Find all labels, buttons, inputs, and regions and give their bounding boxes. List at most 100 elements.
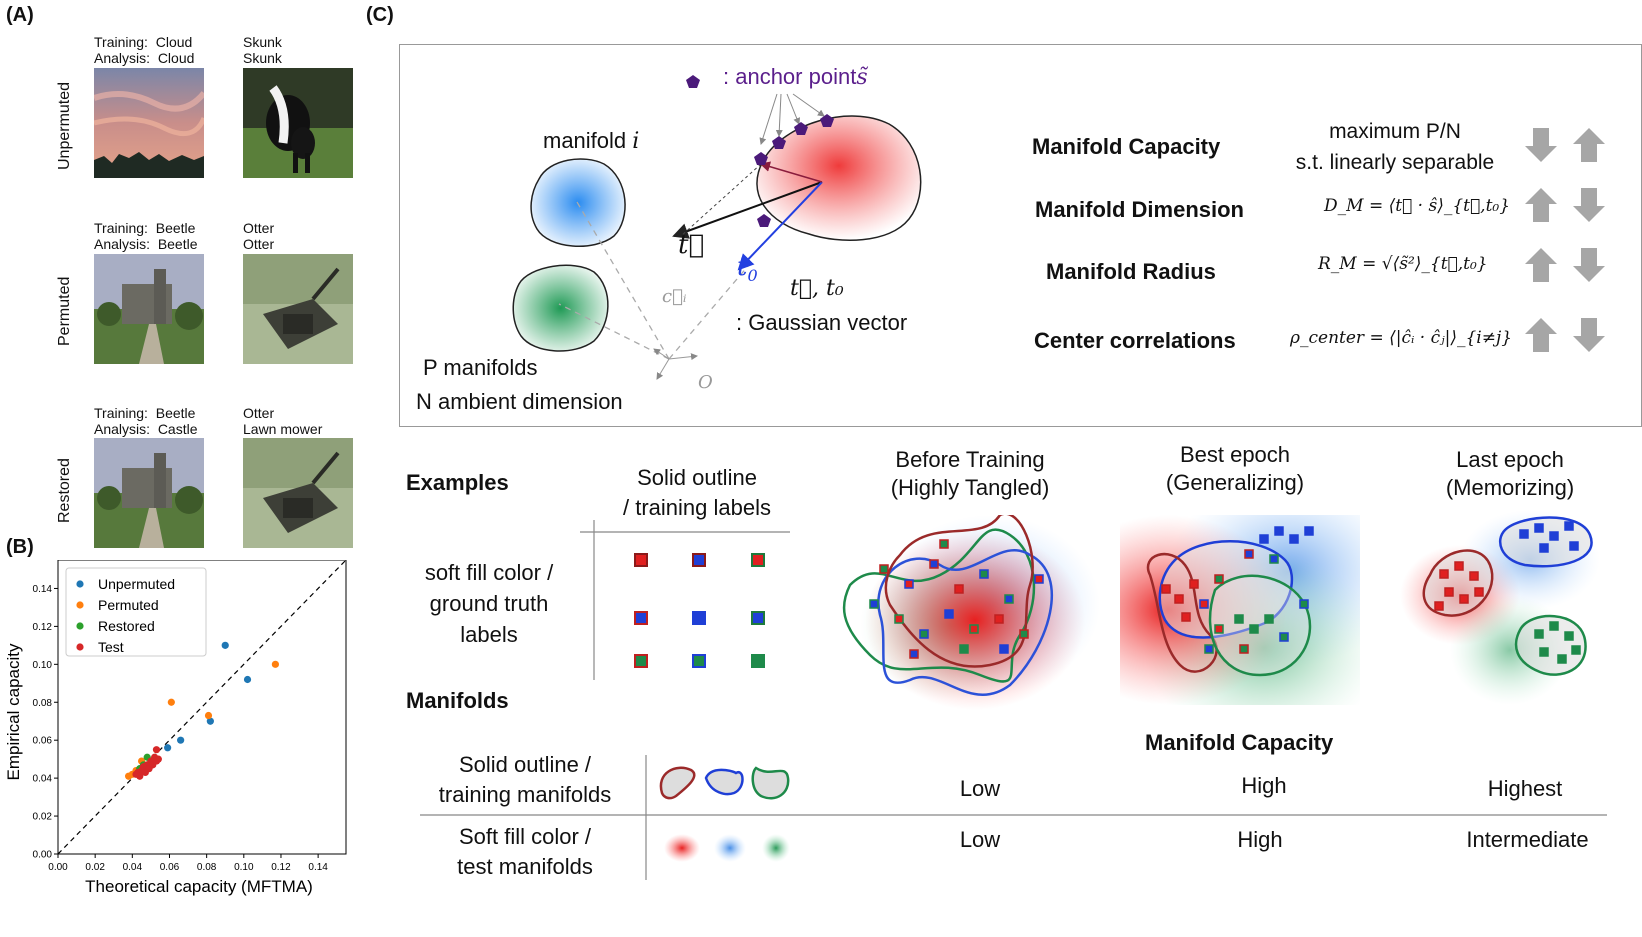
image-cloud: [94, 68, 204, 178]
anchor-points: [686, 75, 834, 227]
metric-dimension-name: Manifold Dimension: [1035, 197, 1244, 222]
metric-capacity-name: Manifold Capacity: [1032, 134, 1221, 159]
arrow-down-icon: [1573, 318, 1605, 352]
gaussian-symbols: t⃗, t₀: [790, 276, 844, 301]
x-tick-label: 0.04: [123, 862, 143, 873]
legend-label-unpermuted: Unpermuted: [98, 576, 175, 592]
image-skunk: [243, 68, 353, 178]
stage-last-epoch: Last epoch(Memorizing): [1445, 447, 1575, 500]
scatter-chart: 0.00 0.02 0.04 0.06 0.08 0.10 0.12 0.14 0.00 0.02…: [4, 560, 347, 896]
data-point-test: [136, 772, 144, 780]
panel-b-label: (B): [6, 536, 34, 558]
arrow-down-icon: [1573, 248, 1605, 282]
arrow-down-icon: [1573, 188, 1605, 222]
y-tick-label: 0.04: [33, 774, 53, 785]
row-training-label: Solid outline / training manifolds: [438, 752, 612, 807]
legend-label-permuted: Permuted: [98, 597, 159, 613]
x-axis-label: Theoretical capacity (MFTMA): [85, 877, 313, 896]
x-tick-label: 0.10: [234, 862, 254, 873]
test-capacity-best: High: [1237, 827, 1283, 852]
y-tick-label: 0.08: [33, 698, 53, 709]
data-point-test: [152, 746, 161, 754]
row-label-permuted: Permuted: [56, 276, 73, 346]
metric-capacity-desc: maximum P/N s.t. linearly separable: [1295, 120, 1495, 174]
image-castle-1: [94, 254, 204, 364]
row-test-label: Soft fill color / test manifolds: [457, 824, 593, 879]
data-point-unpermuted: [206, 717, 214, 725]
manifold-diagram: [512, 75, 922, 380]
y-tick-label: 0.00: [33, 850, 53, 861]
arrow-down-icon: [1525, 128, 1557, 162]
legend-marker-restored: [76, 622, 84, 630]
metric-dimension-formula: D_M = ⟨t⃗ · ŝ⟩_{t⃗,t₀}: [1324, 196, 1511, 216]
x-tick-label: 0.12: [271, 862, 291, 873]
vector-t-label: t⃗: [678, 230, 705, 260]
anchor-point-legend-icon: [686, 75, 700, 88]
best-epoch-illustration: [1120, 515, 1360, 705]
solid-outline-training-labels: Solid outline / training labels: [623, 465, 771, 520]
n-ambient-label: N ambient dimension: [416, 389, 623, 414]
metric-radius-formula: R_M = √⟨s̃²⟩_{t⃗,t₀}: [1318, 254, 1488, 274]
manifolds-heading: Manifolds: [406, 688, 509, 713]
caption-beetle-1: Training: Beetle Analysis: Beetle: [94, 220, 198, 252]
x-tick-label: 0.02: [85, 862, 105, 873]
training-capacity-before: Low: [959, 776, 1001, 801]
metric-radius-name: Manifold Radius: [1046, 259, 1216, 284]
row-label-unpermuted: Unpermuted: [56, 81, 73, 170]
legend-marker-test: [76, 643, 84, 651]
x-tick-label: 0.14: [308, 862, 328, 873]
green-manifold-fill-icon: [762, 834, 790, 862]
manifold-shape-icons: [659, 766, 790, 862]
row-label-restored: Restored: [56, 458, 73, 523]
trend-arrows: [1525, 128, 1605, 352]
origin-label: O: [698, 372, 713, 393]
arrow-up-icon: [1525, 248, 1557, 282]
legend-marker-permuted: [76, 601, 84, 609]
data-point-permuted: [125, 772, 133, 780]
test-capacity-before: Low: [959, 827, 1001, 852]
legend-label-test: Test: [98, 639, 124, 655]
arrow-up-icon: [1525, 318, 1557, 352]
x-tick-label: 0.08: [197, 862, 217, 873]
metric-correlation-name: Center correlations: [1034, 328, 1236, 353]
caption-beetle-2: Training: Beetle Analysis: Castle: [94, 405, 198, 437]
image-castle-2: [94, 438, 204, 548]
panel-a-label: (A): [6, 4, 34, 26]
data-point-permuted: [204, 711, 213, 720]
metric-correlation-formula: ρ_center = ⟨|ĉᵢ · ĉⱼ|⟩_{i≠j}: [1290, 328, 1513, 348]
arrow-up-icon: [1525, 188, 1557, 222]
plot-frame: [57, 560, 347, 855]
data-point-unpermuted: [177, 736, 185, 744]
panel-c-label: (C): [366, 4, 394, 26]
data-point-unpermuted: [164, 744, 172, 752]
manifold-green-blob: [512, 264, 609, 352]
arrow-up-icon: [1573, 128, 1605, 162]
soft-fill-ground-truth: soft fill color / ground truth labels: [424, 560, 554, 647]
manifold-i-label: manifold i: [543, 128, 640, 154]
x-tick-label: 0.00: [48, 862, 68, 873]
y-tick-label: 0.14: [33, 584, 53, 595]
blue-manifold-fill-icon: [714, 834, 746, 862]
label-example-grid: [580, 520, 790, 680]
training-capacity-best: High: [1241, 773, 1287, 798]
y-tick-label: 0.06: [33, 736, 53, 747]
before-training-illustration: [842, 515, 1100, 710]
x-tick-label: 0.06: [160, 862, 180, 873]
identity-reference-line: [57, 560, 347, 855]
y-tick-label: 0.02: [33, 812, 53, 823]
anchor-point-label: : anchor points̃: [723, 64, 868, 90]
red-manifold-fill-icon: [664, 834, 700, 862]
legend-label-restored: Restored: [98, 618, 155, 634]
caption-otter-1: Otter Otter: [243, 220, 275, 252]
training-capacity-last: Highest: [1487, 776, 1563, 801]
gaussian-vector-label: : Gaussian vector: [736, 310, 908, 335]
y-tick-label: 0.10: [33, 660, 53, 671]
data-point-unpermuted: [221, 641, 229, 649]
image-lawnmower-1: [243, 254, 353, 364]
image-lawnmower-2: [243, 438, 353, 548]
caption-skunk: Skunk Skunk: [243, 34, 282, 66]
data-point-permuted: [167, 698, 175, 706]
p-manifolds-label: P manifolds: [423, 355, 538, 380]
data-point-test: [154, 755, 162, 763]
capacity-header: Manifold Capacity: [1145, 730, 1334, 755]
